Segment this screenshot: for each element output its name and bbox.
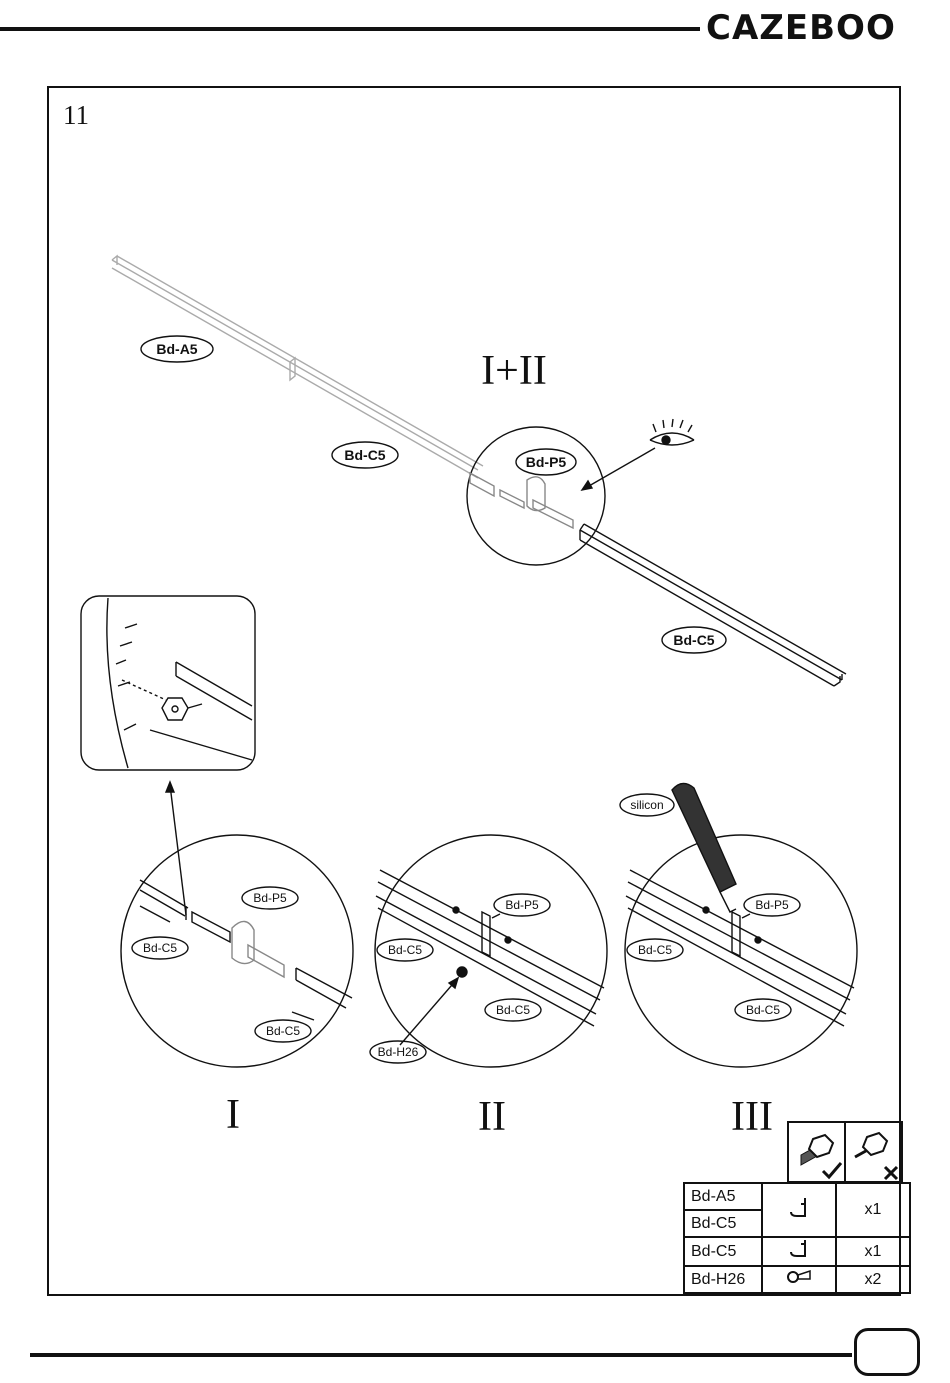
eye-icon — [650, 419, 694, 445]
callout-bd-c5-1a-text: Bd-C5 — [143, 941, 177, 955]
part-qty: x1 — [836, 1237, 910, 1266]
callout-silicon-text: silicon — [630, 798, 663, 812]
callout-bd-c5-3a-text: Bd-C5 — [638, 943, 672, 957]
screw-icon — [762, 1266, 836, 1293]
beam-bd-a5-ghost — [112, 256, 483, 478]
bolt-tighten-icon — [801, 1135, 841, 1177]
callout-bd-c5-upper-text: Bd-C5 — [344, 447, 385, 463]
part-code: Bd-C5 — [684, 1237, 762, 1266]
callout-bd-a5-text: Bd-A5 — [156, 341, 197, 357]
table-row: Bd-A5 x1 — [684, 1183, 910, 1210]
parts-table: Bd-A5 x1 Bd-C5 Bd-C5 x1 Bd-H26 x2 — [683, 1182, 911, 1294]
table-row: Bd-C5 x1 — [684, 1237, 910, 1266]
view-label-3: III — [731, 1094, 773, 1140]
part-qty: x2 — [836, 1266, 910, 1293]
callout-bd-p5-1-text: Bd-P5 — [253, 891, 287, 905]
callout-bd-c5-2a-text: Bd-C5 — [388, 943, 422, 957]
callout-bd-c5-1b-text: Bd-C5 — [266, 1024, 300, 1038]
callout-bd-p5-2-text: Bd-P5 — [505, 898, 539, 912]
beam-bd-c5-lower — [580, 524, 846, 686]
view-arrow — [582, 448, 655, 490]
inset-leader — [170, 785, 186, 915]
part-code: Bd-H26 — [684, 1266, 762, 1293]
table-row: Bd-H26 x2 — [684, 1266, 910, 1293]
callout-bd-c5-right-text: Bd-C5 — [673, 632, 714, 648]
page-number-tab — [854, 1328, 920, 1376]
silicone-tube-icon — [672, 783, 736, 912]
callout-bd-p5-top-text: Bd-P5 — [526, 454, 567, 470]
part-code: Bd-C5 — [684, 1210, 762, 1237]
callout-bd-c5-2b-text: Bd-C5 — [496, 1003, 530, 1017]
detail-circle-top — [467, 427, 605, 565]
callout-bd-h26-text: Bd-H26 — [378, 1045, 419, 1059]
part-qty: x1 — [836, 1183, 910, 1237]
bolt-tightening-legend — [787, 1121, 903, 1183]
callout-bd-p5-3-text: Bd-P5 — [755, 898, 789, 912]
beam-bd-p5-top — [470, 473, 573, 528]
profile-j-icon — [762, 1237, 836, 1266]
h26-leader — [400, 978, 458, 1045]
profile-j-icon — [762, 1183, 836, 1237]
view-label-2: II — [478, 1094, 506, 1140]
part-code: Bd-A5 — [684, 1183, 762, 1210]
view-label-1: I — [226, 1092, 240, 1138]
callout-bd-c5-3b-text: Bd-C5 — [746, 1003, 780, 1017]
bolt-do-not-tighten-icon — [855, 1133, 897, 1179]
footer-rule — [30, 1353, 852, 1357]
view-label-combined: I+II — [481, 348, 547, 394]
